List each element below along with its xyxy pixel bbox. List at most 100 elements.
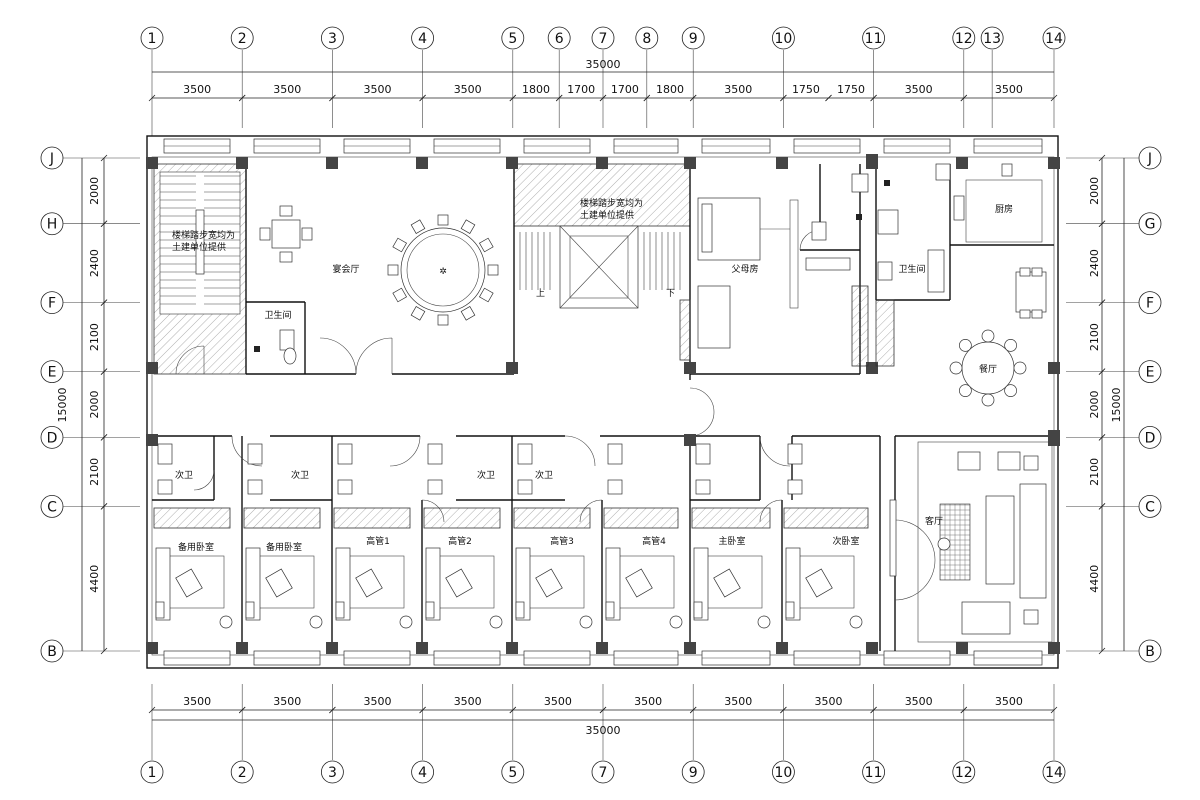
axis-top-label: 13	[983, 31, 1001, 47]
column	[956, 642, 968, 654]
svg-text:✲: ✲	[439, 267, 447, 277]
chair	[460, 305, 476, 321]
dim-segment: 3500	[599, 695, 697, 714]
column	[146, 642, 158, 654]
axis-bottom-4: 4	[411, 684, 435, 784]
axis-top-3: 3	[320, 26, 344, 128]
dim-segment: 3500	[689, 83, 787, 102]
dim-label: 3500	[183, 695, 211, 708]
dim-segment: 1700	[555, 83, 607, 102]
chair	[981, 329, 995, 343]
room-spare-2: 备用卧室	[266, 541, 302, 553]
chair	[437, 314, 449, 326]
dim-segment: 3500	[870, 83, 968, 102]
total-width-bottom: 35000	[586, 724, 621, 737]
axis-top-7: 7	[591, 26, 615, 128]
column	[506, 157, 518, 169]
chair	[959, 384, 972, 397]
column	[866, 642, 878, 654]
dim-label: 3500	[724, 695, 752, 708]
dim-label: 3500	[454, 83, 482, 96]
axis-right-J: J	[1066, 146, 1162, 170]
chair	[1004, 384, 1017, 397]
axis-top-label: 3	[328, 31, 337, 47]
axis-top-9: 9	[681, 26, 705, 128]
axis-top-12: 12	[952, 26, 976, 128]
chair	[460, 219, 476, 235]
column	[684, 434, 696, 446]
column	[146, 157, 158, 169]
chair	[959, 339, 972, 352]
bottom-windows	[163, 650, 1043, 666]
axis-top-label: 4	[418, 31, 427, 47]
dim-label: 2000	[88, 177, 101, 205]
axis-bottom-label: 7	[599, 765, 608, 781]
dim-label: 3500	[995, 695, 1023, 708]
dim-segment: 4400	[1088, 503, 1106, 655]
dim-label: 2100	[1088, 458, 1101, 486]
column	[596, 157, 608, 169]
axis-bottom-12: 12	[952, 684, 976, 784]
axis-top-8: 8	[635, 26, 659, 128]
dim-segment: 2100	[1088, 299, 1106, 375]
axis-right-label: B	[1145, 644, 1155, 660]
axis-left-H: H	[40, 212, 140, 236]
dim-segment: 3500	[148, 695, 246, 714]
column	[326, 157, 338, 169]
dim-segment: 1750	[825, 83, 877, 102]
dim-segment: 3500	[780, 695, 877, 714]
dim-label: 3500	[364, 695, 392, 708]
dim-label: 3500	[724, 83, 752, 96]
dim-label: 3500	[273, 83, 301, 96]
room-parents: 父母房	[731, 263, 758, 275]
dim-segment: 2000	[1088, 154, 1106, 228]
axis-bottom-label: 10	[774, 765, 792, 781]
chair	[1013, 361, 1027, 375]
room-exec-2: 高管2	[448, 535, 472, 547]
axis-bottom-label: 11	[865, 765, 883, 781]
axis-top-label: 8	[642, 31, 651, 47]
bedroom-furniture	[153, 443, 869, 629]
axis-bottom-label: 9	[689, 765, 698, 781]
column	[1048, 362, 1060, 374]
dim-label: 3500	[634, 695, 662, 708]
stair-down-label: 下	[666, 289, 675, 299]
axis-top-label: 2	[238, 31, 247, 47]
axis-left-label: H	[47, 217, 58, 233]
dim-segment: 3500	[870, 695, 968, 714]
dim-label: 3500	[544, 695, 572, 708]
room-bath-3: 次卫	[477, 469, 495, 481]
dim-label: 3500	[905, 695, 933, 708]
column	[776, 157, 788, 169]
axis-right-label: D	[1145, 430, 1156, 446]
dim-segment: 2100	[1088, 434, 1106, 510]
axis-top-4: 4	[411, 26, 435, 128]
dim-segment: 3500	[419, 83, 517, 102]
column	[866, 362, 878, 374]
mid-stair-note-1: 楼梯踏步宽均为	[580, 197, 643, 209]
axis-bottom-label: 5	[508, 765, 517, 781]
axis-top-label: 10	[774, 31, 792, 47]
column	[866, 154, 878, 166]
dining-furniture	[949, 267, 1047, 407]
dim-segment: 3500	[148, 83, 246, 102]
axis-top-10: 10	[772, 26, 795, 128]
bedroom-set	[513, 443, 593, 629]
room-master: 主卧室	[718, 535, 745, 547]
column	[596, 642, 608, 654]
axis-bottom-label: 1	[148, 765, 157, 781]
axis-left-label: F	[48, 296, 56, 312]
axis-right-C: C	[1066, 494, 1162, 518]
left-stair: 楼梯踏步宽均为 土建单位提供	[153, 163, 247, 375]
column	[1048, 642, 1060, 654]
dim-segment: 2000	[88, 154, 108, 228]
bedroom-set	[333, 443, 413, 629]
axis-right-E: E	[1066, 360, 1162, 384]
column	[326, 642, 338, 654]
